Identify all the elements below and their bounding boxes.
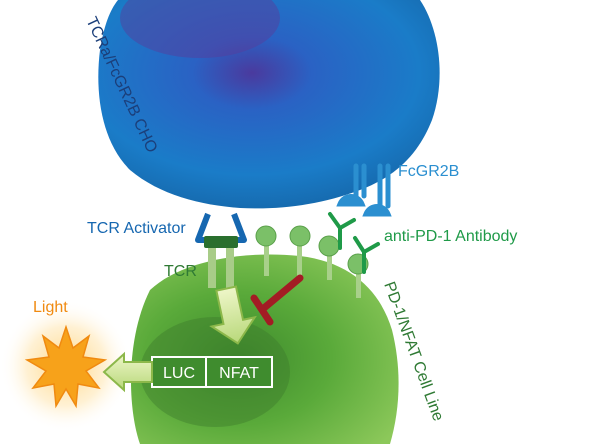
tcr-activator-label: TCR Activator xyxy=(87,220,186,237)
light-icon xyxy=(24,324,108,409)
tcr-receptor-stem-right xyxy=(226,248,234,288)
tcr-receptor-stem-left xyxy=(208,248,216,288)
pd1-receptors xyxy=(255,225,369,298)
light-emission-arrow xyxy=(102,351,153,393)
light-label: Light xyxy=(33,299,68,316)
fcgr2b-label: FcGR2B xyxy=(398,163,459,180)
pd1-cell xyxy=(130,254,399,444)
anti-pd1-antibody-icons xyxy=(328,212,380,274)
tcr-label: TCR xyxy=(164,263,197,280)
nfat-label: NFAT xyxy=(219,365,259,382)
luc-label: LUC xyxy=(163,365,195,382)
inhibition-icon xyxy=(250,274,304,326)
cho-nucleus xyxy=(120,0,280,58)
antibody-label: anti-PD-1 Antibody xyxy=(384,228,517,245)
fcgr2b-receptors xyxy=(336,163,392,217)
reporter-box xyxy=(151,356,273,388)
signal-arrow xyxy=(209,285,257,345)
cho-cell xyxy=(98,0,440,209)
tcr-receptor-head xyxy=(204,236,238,248)
